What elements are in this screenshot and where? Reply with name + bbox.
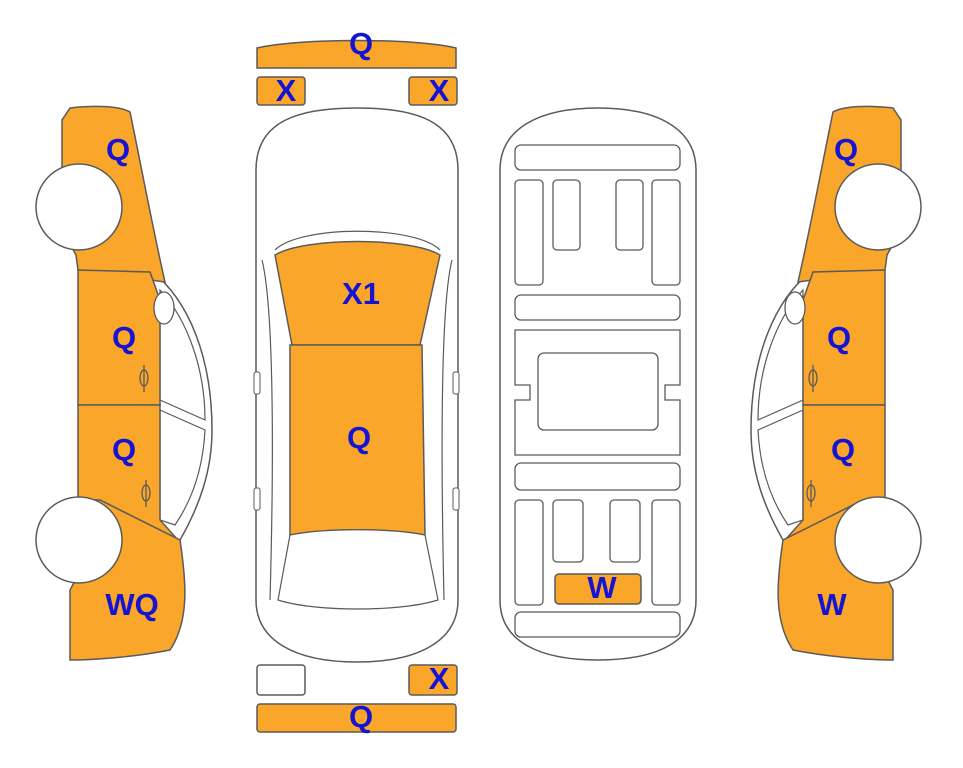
left-front-door-handle — [139, 365, 149, 392]
underbody-front-left-rail — [514, 179, 544, 286]
left-side-view: Q Q Q WQ — [35, 105, 213, 661]
underbody-view — [499, 107, 697, 661]
left-front-door-panel — [77, 269, 161, 406]
left-rear-wheel — [35, 496, 123, 584]
front-bumper-label: Q — [349, 26, 373, 61]
underbody-front-right-rail — [651, 179, 681, 286]
top-view-rear-mirror-left — [253, 487, 261, 511]
underbody-rear-left-inner — [552, 499, 584, 563]
underbody-front-bar — [514, 144, 681, 171]
left-front-wheel — [35, 163, 123, 251]
roof-label: Q — [347, 420, 371, 455]
left-front-door-label: Q — [112, 320, 136, 355]
headlight-right-label: X — [429, 73, 450, 108]
front-bumper-panel — [256, 39, 457, 69]
underbody-rear-bar — [514, 611, 681, 638]
taillight-right-panel — [408, 664, 458, 696]
underbody-cross-bar-1 — [514, 294, 681, 321]
left-rear-door-label: Q — [112, 432, 136, 467]
windshield-label: X1 — [342, 276, 380, 311]
underbody-rear-right-rail — [651, 499, 681, 606]
right-rear-door-handle — [806, 480, 816, 507]
underbody-rear-section-label: W — [587, 570, 617, 605]
underbody-rear-left-rail — [514, 499, 544, 606]
right-front-wheel — [834, 163, 922, 251]
rear-bumper-label: Q — [349, 699, 373, 734]
underbody-front-right-inner — [615, 179, 644, 251]
right-side-view: Q Q Q W — [750, 105, 922, 661]
top-view-rear-mirror-right — [452, 487, 460, 511]
left-side-rear-window-line — [159, 409, 206, 526]
windshield-panel — [274, 240, 441, 346]
top-view-left-sill — [261, 259, 273, 601]
right-hood-fender-label: Q — [834, 132, 858, 167]
top-view: Q X X X1 Q X Q — [253, 26, 460, 734]
right-front-door-panel — [802, 269, 886, 406]
taillight-left-panel — [256, 664, 306, 696]
left-rear-quarter-label: WQ — [105, 587, 158, 622]
underbody-rear-right-inner — [609, 499, 641, 563]
underbody-center-panel — [537, 352, 659, 431]
right-side-rear-window-line — [757, 409, 804, 526]
right-rear-door-label: Q — [831, 432, 855, 467]
right-side-mirror — [784, 291, 806, 325]
left-hood-fender-label: Q — [106, 132, 130, 167]
right-rear-wheel — [834, 496, 922, 584]
headlight-right-panel — [408, 76, 458, 106]
headlight-left-panel — [256, 76, 306, 106]
headlight-left-label: X — [276, 73, 297, 108]
taillight-right-label: X — [429, 661, 450, 696]
top-view-right-sill — [441, 259, 453, 601]
underbody-rear-section-panel — [554, 573, 642, 605]
rear-bumper-panel — [256, 703, 457, 733]
left-side-mirror — [153, 291, 175, 325]
rear-window-outline — [277, 529, 439, 610]
underbody-cross-bar-2 — [514, 462, 681, 491]
underbody-front-left-inner — [552, 179, 581, 251]
right-front-door-handle — [808, 365, 818, 392]
left-rear-door-handle — [141, 480, 151, 507]
right-front-door-label: Q — [827, 320, 851, 355]
top-view-mirror-right — [452, 371, 460, 395]
top-view-mirror-left — [253, 371, 261, 395]
right-rear-quarter-label: W — [817, 587, 847, 622]
top-view-hood-lines — [274, 230, 441, 251]
